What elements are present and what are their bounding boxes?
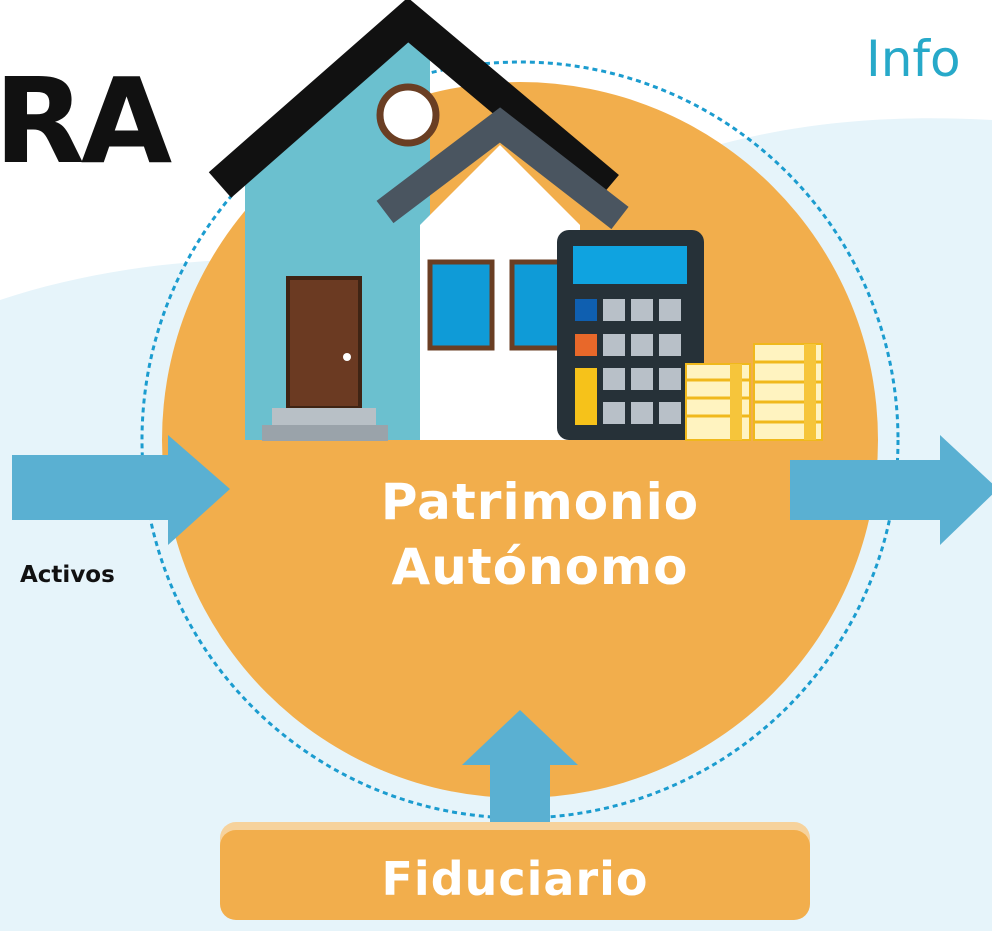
title-fragment-left: RA <box>0 52 172 190</box>
activos-label: Activos <box>20 562 115 588</box>
calculator-icon <box>557 230 704 440</box>
fiduciario-box <box>220 830 810 920</box>
fiduciario-label: Fiduciario <box>381 852 649 906</box>
bottom-input-arrow <box>462 710 578 825</box>
title-fragment-right: Info <box>866 30 961 88</box>
center-label-line1: Patrimonio <box>380 473 700 531</box>
center-label: Patrimonio Autónomo <box>300 470 780 600</box>
left-input-arrow <box>12 435 230 545</box>
dashed-ring <box>140 60 900 820</box>
center-label-line2: Autónomo <box>391 538 689 596</box>
right-output-arrow <box>790 435 992 545</box>
cash-stack-icon <box>685 343 823 441</box>
